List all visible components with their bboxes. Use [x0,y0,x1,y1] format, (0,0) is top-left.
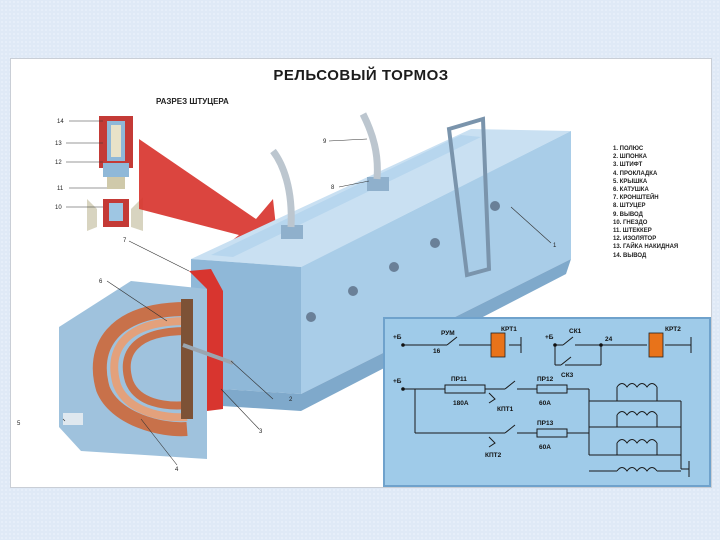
schematic-kpt1: КПТ1 [497,406,514,413]
schematic-wire-16: 16 [433,348,441,355]
schematic-sk3: СК3 [561,372,574,379]
schematic-wire-24: 24 [605,336,613,343]
leader-lines [62,120,552,466]
schematic-60a-1: 60А [539,400,551,407]
legend-item: 5. КРЫШКА [613,178,648,185]
callout-11: 11 [57,186,64,192]
schematic-plus-2: +Б [545,334,554,341]
callout-4: 4 [175,467,179,473]
schematic-krt2: КРТ2 [665,326,681,333]
callout-13: 13 [55,141,62,147]
legend-item: 8. ШТУЦЕР [613,203,646,210]
poster: РЕЛЬСОВЫЙ ТОРМОЗ РАЗРЕЗ ШТУЦЕРА [10,58,712,488]
legend-item: 4. ПРОКЛАДКА [613,170,658,177]
callout-3: 3 [259,429,263,435]
callout-2: 2 [289,397,293,403]
schematic-rum: РУМ [441,330,455,337]
schematic-plus-1: +Б [393,334,402,341]
section-title: РАЗРЕЗ ШТУЦЕРА [156,97,229,106]
legend-item: 9. ВЫВОД [613,211,643,218]
legend-item: 13. ГАЙКА НАКИДНАЯ [613,244,679,251]
legend-item: 10. ГНЕЗДО [613,219,648,226]
legend-item: 7. КРОНШТЕЙН [613,195,659,202]
callout-1: 1 [553,243,557,249]
schematic-60a-2: 60А [539,444,551,451]
schematic-krt1: КРТ1 [501,326,517,333]
schematic-pr12: ПР12 [537,376,554,383]
brake-illustration: 14 13 12 11 10 9 8 7 6 5 4 3 2 1 [17,112,571,473]
schematic-kpt2: КПТ2 [485,452,502,459]
schematic-sk1: СК1 [569,328,582,335]
nozzle-section [87,116,143,231]
coil-section [59,269,234,459]
legend-item: 14. ВЫВОД [613,252,647,259]
schematic-pr13: ПР13 [537,420,554,427]
direction-arrow [139,139,279,255]
legend-item: 11. ШТЕККЕР [613,228,652,235]
callout-6: 6 [99,279,103,285]
schematic-180a: 180А [453,400,469,407]
callout-12: 12 [55,160,62,166]
wiring-schematic: +Б РУМ 16 КРТ1 +Б СК1 СК3 24 КРТ2 +Б ПР1… [383,317,711,487]
legend-item: 1. ПОЛЮС [613,146,644,152]
callout-9: 9 [323,139,327,145]
callout-7: 7 [123,238,127,244]
legend-item: 6. КАТУШКА [613,187,649,194]
callout-8: 8 [331,185,335,191]
parts-legend: 1. ПОЛЮС 2. ШПОНКА 3. ШТИФТ 4. ПРОКЛАДКА… [613,145,678,260]
schematic-pr11: ПР11 [451,376,467,383]
legend-item: 12. ИЗОЛЯТОР [613,236,657,243]
legend-item: 3. ШТИФТ [613,162,643,169]
callout-5: 5 [17,421,21,427]
brake-body [191,112,571,411]
callout-14: 14 [57,119,64,125]
schematic-plus-3: +Б [393,378,402,385]
legend-item: 2. ШПОНКА [613,154,648,161]
callout-10: 10 [55,205,62,211]
poster-title: РЕЛЬСОВЫЙ ТОРМОЗ [273,67,449,84]
